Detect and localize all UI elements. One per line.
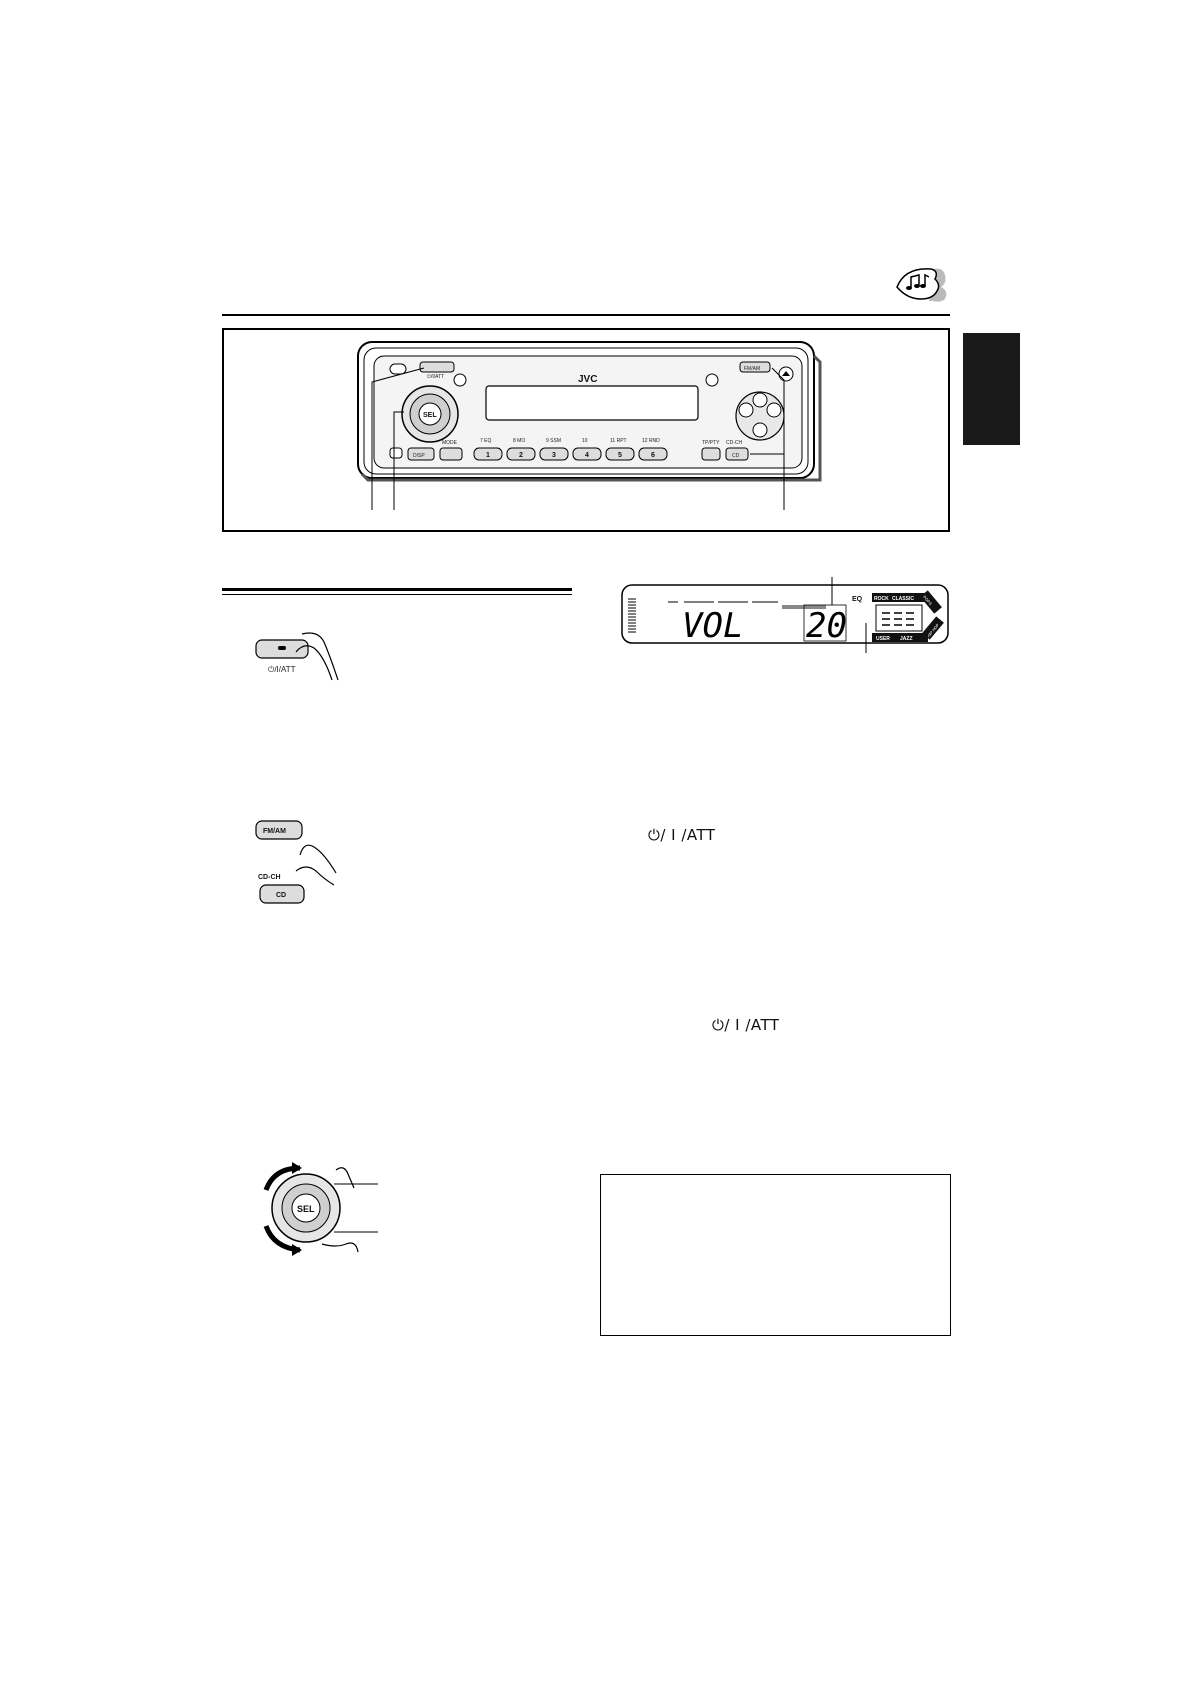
volume-dial-label: SEL (297, 1204, 315, 1214)
fmam-button-label: FM/AM (744, 366, 760, 372)
fmam-button[interactable] (739, 361, 771, 373)
fmam-illustration-button (255, 820, 303, 840)
preset-3-label: 3 (552, 452, 556, 459)
preset-5-button[interactable] (605, 447, 635, 461)
mode-label: MODE (442, 440, 458, 446)
lcd-eq-mode-jazz: JAZZ (900, 636, 913, 642)
section-tab (963, 333, 1020, 445)
preset-5-label: 5 (618, 452, 622, 459)
radio-figure-box: JVC ⏻/I/ATT SEL FM/AM DISP MODE (222, 328, 950, 532)
fmam-illustration-label: FM/AM (263, 828, 286, 835)
lcd-display: VOL 20 EQ ROCK CLASSIC POPS HIP HOP USER… (618, 575, 954, 655)
source-buttons-illustration: FM/AM CD-CH CD (252, 815, 342, 910)
preset-2-sublabel: 8 MO (513, 438, 525, 444)
preset-buttons: 1 2 3 4 5 6 7 EQ 8 MO 9 SSM 10 11 RPT 12… (473, 438, 668, 461)
disp-button[interactable] (407, 447, 435, 461)
lcd-eq-mode-pops: POPS (922, 594, 933, 606)
preset-1-button[interactable] (473, 447, 503, 461)
cdch-illustration-label: CD-CH (258, 874, 281, 881)
cd-button-label: CD (732, 453, 740, 459)
power-attenuate-symbol-2: ⏻/ I /ATT (712, 1016, 780, 1034)
power-illustration-label: ⏻/I/ATT (268, 665, 296, 674)
preset-2-label: 2 (519, 452, 523, 459)
cdch-label: CD-CH (726, 440, 742, 446)
section-rule-bottom (222, 594, 572, 595)
preset-6-sublabel: 12 RND (642, 438, 660, 444)
header-rule (222, 314, 950, 316)
preset-6-label: 6 (651, 452, 655, 459)
mode-button[interactable] (439, 447, 463, 461)
lcd-volume-value: 20 (806, 606, 847, 646)
note-box (600, 1174, 951, 1336)
cd-button[interactable] (725, 447, 749, 461)
car-radio-faceplate: JVC ⏻/I/ATT SEL FM/AM DISP MODE (357, 341, 822, 510)
preset-1-sublabel: 7 EQ (480, 438, 492, 444)
section-rule-top (222, 588, 572, 591)
preset-4-sublabel: 10 (582, 438, 588, 444)
cd-illustration-button (259, 884, 305, 904)
lcd-eq-label: EQ (852, 596, 863, 603)
volume-control-illustration: SEL (252, 1160, 382, 1260)
preset-5-sublabel: 11 RPT (610, 438, 627, 444)
power-button-label: ⏻/I/ATT (427, 374, 444, 380)
tppty-button[interactable] (701, 447, 721, 461)
lcd-main-text: VOL (682, 606, 743, 646)
lcd-eq-mode-user: USER (876, 636, 890, 642)
disp-button-label: DISP (413, 453, 425, 459)
power-attenuate-symbol-1: ⏻/ I /ATT (648, 826, 716, 844)
preset-4-button[interactable] (572, 447, 602, 461)
power-button-illustration: ⏻/I/ATT (252, 630, 342, 686)
brand-logo: JVC (578, 374, 597, 385)
tppty-label: TP/PTY (702, 440, 720, 446)
preset-2-button[interactable] (506, 447, 536, 461)
preset-1-label: 1 (486, 452, 490, 459)
lcd-eq-mode-classic: CLASSIC (892, 596, 914, 602)
preset-6-button[interactable] (638, 447, 668, 461)
preset-3-sublabel: 9 SSM (546, 438, 561, 444)
music-notes-icon (893, 265, 953, 303)
cd-illustration-label: CD (276, 892, 286, 899)
preset-4-label: 4 (585, 452, 589, 459)
sel-label: SEL (423, 412, 437, 419)
power-button[interactable] (419, 361, 455, 373)
preset-3-button[interactable] (539, 447, 569, 461)
lcd-eq-mode-rock: ROCK (874, 596, 889, 602)
